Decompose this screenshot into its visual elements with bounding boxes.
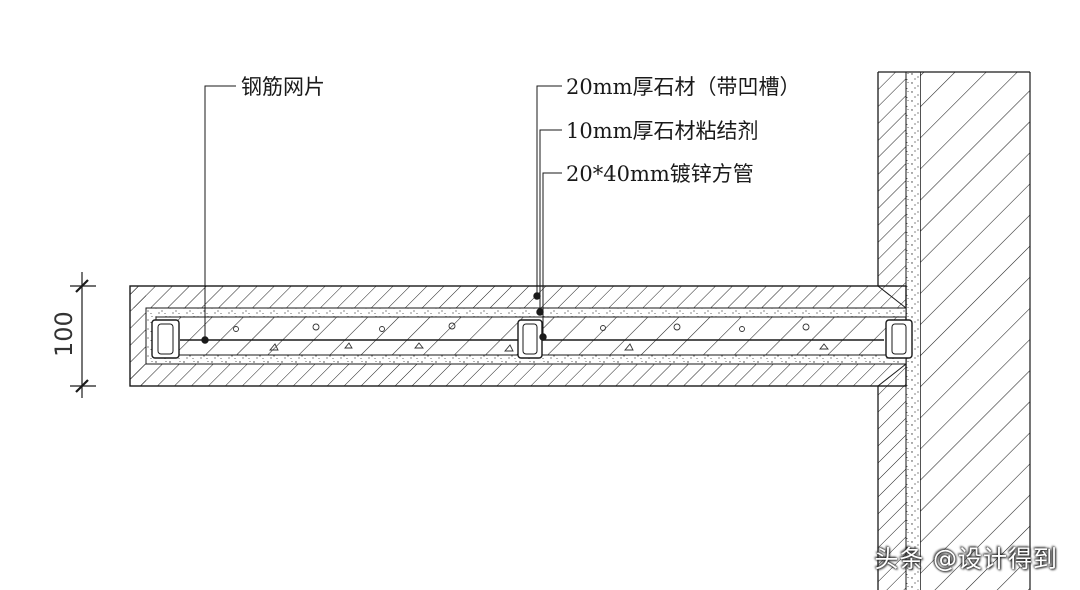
galvanized-tube-right [885, 319, 913, 359]
wall [919, 71, 1031, 590]
leader-stone [533, 85, 562, 300]
dimension-text: 100 [50, 311, 78, 357]
leader-adhesive [536, 129, 562, 316]
galvanized-tube-left [151, 319, 180, 359]
wall-cladding [877, 71, 920, 590]
leader-tube [539, 172, 562, 341]
label-rebar-mesh: 钢筋网片 [241, 75, 325, 99]
dimension-line [70, 272, 96, 398]
label-adhesive-10mm: 10mm厚石材粘结剂 [566, 119, 759, 143]
label-steel-tube: 20*40mm镀锌方管 [566, 162, 754, 186]
stone-layer [129, 285, 907, 387]
watermark: 头条 @设计得到 [874, 545, 1058, 573]
galvanized-tube-center [517, 319, 543, 359]
leader-rebar [201, 85, 236, 344]
label-stone-20mm: 20mm厚石材（带凹槽） [566, 75, 801, 99]
